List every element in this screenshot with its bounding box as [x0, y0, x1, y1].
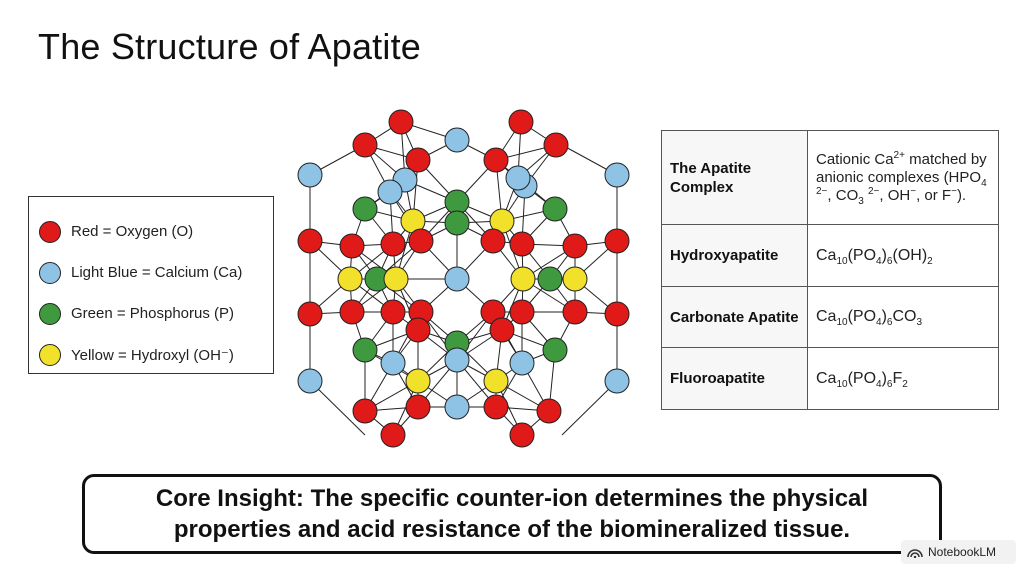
row-value: Cationic Ca2+ matched by anionic complex… — [807, 130, 999, 225]
oxygen-atom — [509, 422, 535, 448]
calcium-atom — [509, 350, 535, 376]
oxygen-atom — [380, 422, 406, 448]
legend-label: Yellow = Hydroxyl (OH⁻) — [71, 346, 234, 364]
oxygen-atom — [352, 132, 378, 158]
row-header: The Apatite Complex — [661, 130, 808, 225]
hydroxyl-atom — [562, 266, 588, 292]
calcium-atom — [377, 179, 403, 205]
row-value: Ca10(PO4)6F2 — [807, 347, 999, 410]
phosphorus-atom — [444, 210, 470, 236]
hydroxyl-atom — [510, 266, 536, 292]
calcium-atom — [444, 266, 470, 292]
hydroxyl-atom — [483, 368, 509, 394]
phosphorus-atom — [542, 337, 568, 363]
oxygen-atom — [483, 394, 509, 420]
calcium-atom — [444, 347, 470, 373]
oxygen-atom — [408, 228, 434, 254]
notebooklm-icon — [907, 549, 923, 558]
core-insight-box: Core Insight: The specific counter-ion d… — [82, 474, 942, 554]
calcium-atom — [380, 350, 406, 376]
phosphorus-atom — [542, 196, 568, 222]
phosphorus-atom — [444, 189, 470, 215]
oxygen-atom — [380, 231, 406, 257]
phosphorus-atom — [352, 337, 378, 363]
oxygen-atom — [562, 299, 588, 325]
row-value: Ca10(PO4)6(OH)2 — [807, 224, 999, 287]
oxygen-atom — [405, 317, 431, 343]
oxygen-atom — [483, 147, 509, 173]
hydroxyl-atom — [405, 368, 431, 394]
table-row: Hydroxyapatite Ca10(PO4)6(OH)2 — [661, 224, 999, 287]
legend: Red = Oxygen (O) Light Blue = Calcium (C… — [28, 196, 274, 374]
oxygen-atom — [339, 233, 365, 259]
calcium-atom — [297, 162, 323, 188]
oxygen-atom — [604, 228, 630, 254]
oxygen-atom — [604, 301, 630, 327]
row-header: Fluoroapatite — [661, 347, 808, 410]
oxygen-atom — [536, 398, 562, 424]
oxygen-atom — [405, 394, 431, 420]
notebooklm-badge: NotebookLM — [901, 540, 1016, 564]
oxygen-atom — [297, 228, 323, 254]
table-row: Fluoroapatite Ca10(PO4)6F2 — [661, 347, 999, 410]
apatite-table: The Apatite Complex Cationic Ca2+ matche… — [661, 130, 999, 410]
legend-label: Light Blue = Calcium (Ca) — [71, 264, 243, 281]
oxygen-atom — [562, 233, 588, 259]
hydroxyl-atom — [383, 266, 409, 292]
oxygen-atom — [352, 398, 378, 424]
phosphorus-atom — [537, 266, 563, 292]
table-row: Carbonate Apatite Ca10(PO4)6CO3 — [661, 286, 999, 348]
phosphorus-dot-icon — [39, 302, 61, 325]
page-title: The Structure of Apatite — [38, 26, 422, 67]
calcium-atom — [505, 165, 531, 191]
hydroxyl-atom — [337, 266, 363, 292]
oxygen-atom — [380, 299, 406, 325]
calcium-atom — [604, 162, 630, 188]
oxygen-atom — [388, 109, 414, 135]
oxygen-atom — [489, 317, 515, 343]
oxygen-atom — [480, 228, 506, 254]
table-row: The Apatite Complex Cationic Ca2+ matche… — [661, 130, 999, 225]
legend-label: Green = Phosphorus (P) — [71, 305, 235, 322]
oxygen-atom — [509, 299, 535, 325]
legend-item-phosphorus: Green = Phosphorus (P) — [39, 293, 273, 334]
calcium-atom — [444, 394, 470, 420]
oxygen-atom — [339, 299, 365, 325]
calcium-atom — [444, 127, 470, 153]
oxygen-atom — [509, 231, 535, 257]
oxygen-atom — [297, 301, 323, 327]
oxygen-dot-icon — [39, 220, 61, 243]
oxygen-atom — [405, 147, 431, 173]
row-header: Carbonate Apatite — [661, 286, 808, 348]
lattice-frame-line — [561, 380, 618, 436]
phosphorus-atom — [352, 196, 378, 222]
legend-item-hydroxyl: Yellow = Hydroxyl (OH⁻) — [39, 334, 273, 375]
row-header: Hydroxyapatite — [661, 224, 808, 287]
oxygen-atom — [543, 132, 569, 158]
hydroxyl-dot-icon — [39, 343, 61, 366]
legend-item-calcium: Light Blue = Calcium (Ca) — [39, 252, 273, 293]
legend-item-oxygen: Red = Oxygen (O) — [39, 211, 273, 252]
apatite-lattice-diagram — [297, 109, 630, 448]
calcium-dot-icon — [39, 261, 61, 284]
legend-label: Red = Oxygen (O) — [71, 223, 194, 240]
calcium-atom — [604, 368, 630, 394]
badge-label: NotebookLM — [928, 545, 997, 559]
row-value: Ca10(PO4)6CO3 — [807, 286, 999, 348]
oxygen-atom — [508, 109, 534, 135]
lattice-frame-line — [309, 380, 366, 436]
calcium-atom — [297, 368, 323, 394]
